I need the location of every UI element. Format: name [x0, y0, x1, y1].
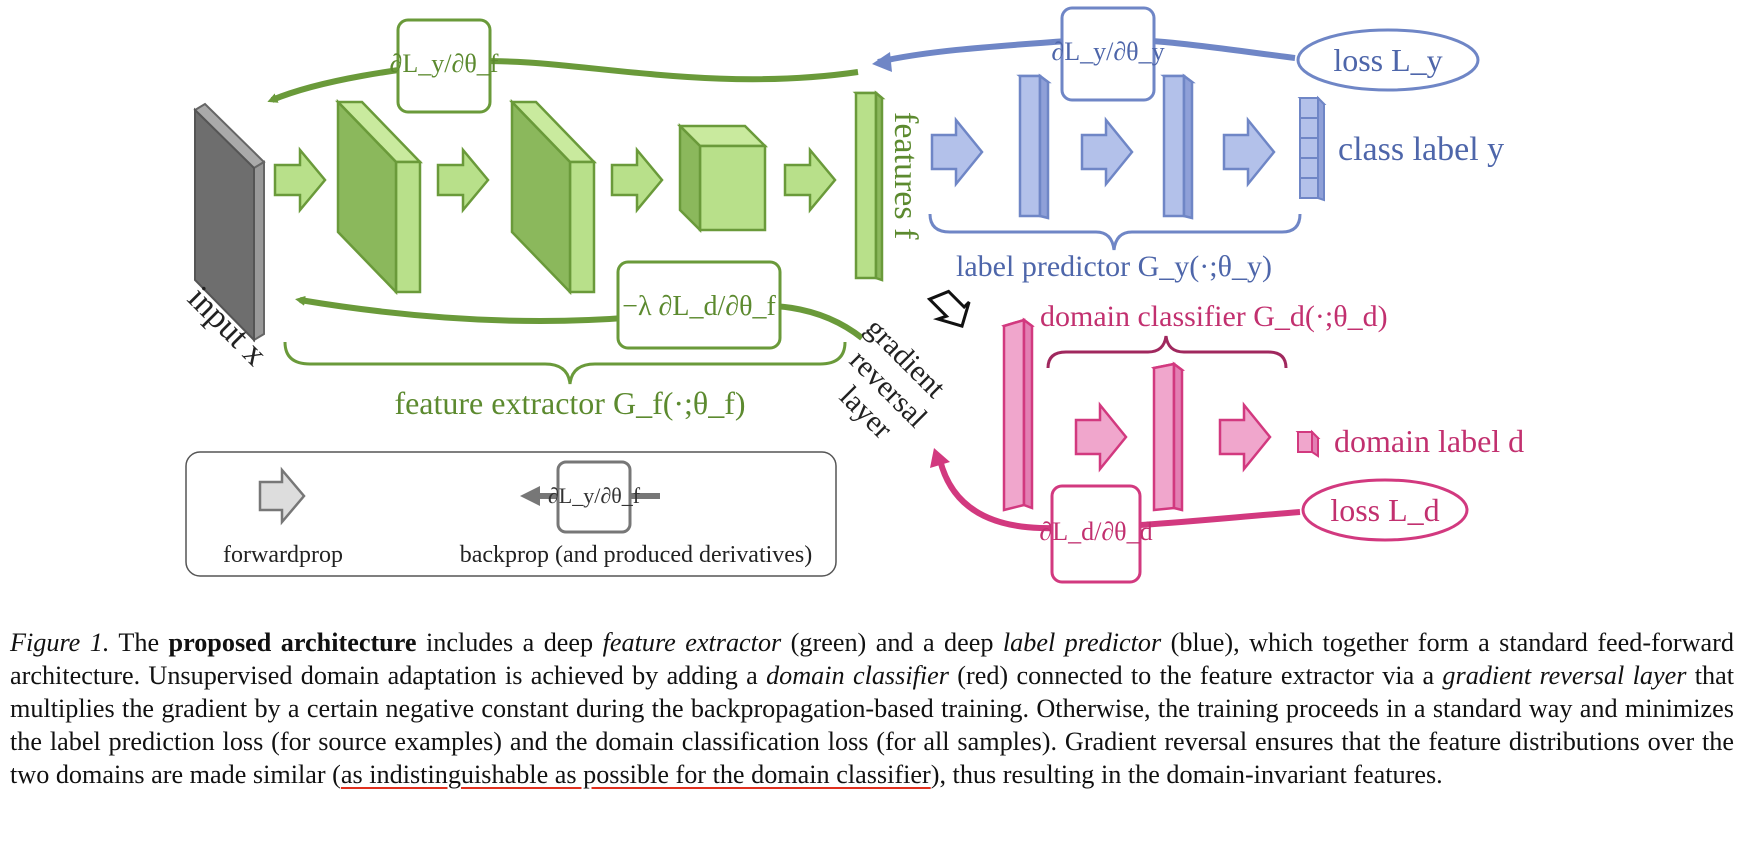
caption-text: (blue), which together form a standard f…: [10, 628, 1734, 690]
caption-text: ), thus resulting in the domain-invarian…: [930, 760, 1443, 789]
grad-box-d: ∂L_d/∂θ_d: [1039, 484, 1153, 584]
figure-caption: Figure 1. The proposed architecture incl…: [10, 626, 1734, 791]
caption-bold: proposed architecture: [168, 628, 417, 657]
class-label: class label y: [1338, 131, 1504, 168]
backprop-arrow-label-head: [872, 52, 892, 72]
backprop-arrow-top: [267, 58, 859, 103]
svg-text:−λ ∂L_d/∂θ_f: −λ ∂L_d/∂θ_f: [622, 291, 776, 322]
pink-layer-2: [1151, 361, 1185, 512]
legend-backprop-arrow: ∂L_y/∂θ_f: [520, 460, 660, 534]
architecture-diagram: input x features f ∂L_y/∂θ_f: [180, 6, 1524, 584]
forward-arrow-blue-2: [1080, 116, 1134, 188]
svg-text:∂L_y/∂θ_y: ∂L_y/∂θ_y: [1051, 37, 1164, 66]
legend-box: forwardprop ∂L_y/∂θ_f backprop (and prod…: [185, 451, 837, 577]
forward-arrow-green-2: [436, 146, 490, 214]
grl-arrow-icon: [926, 289, 971, 328]
loss-d-ellipse: loss L_d: [1301, 478, 1469, 542]
caption-italic: gradient reversal layer: [1442, 661, 1687, 690]
forward-arrow-pink-2: [1218, 401, 1272, 473]
blue-layer-1: [1016, 73, 1052, 220]
blue-layer-2: [1160, 73, 1196, 220]
legend-backprop-label: backprop (and produced derivatives): [460, 542, 813, 568]
grad-box-f-d: −λ ∂L_d/∂θ_f: [616, 260, 782, 350]
caption-text: The: [109, 628, 169, 657]
caption-text: that multiplies the gradient by a certai…: [10, 661, 1734, 789]
label-predictor-brace: [928, 213, 1302, 251]
forward-arrow-blue-3: [1222, 116, 1276, 188]
label-predictor-label: label predictor G_y(·;θ_y): [956, 250, 1272, 283]
forward-arrow-pink-1: [1074, 401, 1128, 473]
caption-italic: feature extractor: [602, 628, 782, 657]
backprop-arrow-domain-head: [930, 448, 950, 468]
legend-grad-example: ∂L_y/∂θ_f: [548, 483, 641, 508]
pink-layer-1: [1001, 317, 1035, 512]
domain-label: domain label d: [1334, 423, 1524, 459]
features-label: features f: [887, 112, 924, 240]
forward-arrow-green-1: [273, 146, 327, 214]
caption-text: (red) connected to the feature extractor…: [948, 661, 1443, 690]
feature-extractor-label: feature extractor G_f(·;θ_f): [394, 385, 745, 421]
caption-figure-label: Figure 1.: [10, 628, 110, 657]
grad-box-f-y: ∂L_y/∂θ_f: [390, 18, 499, 114]
forward-arrow-blue-1: [930, 116, 984, 188]
svg-text:loss L_d: loss L_d: [1330, 492, 1439, 528]
svg-text:∂L_d/∂θ_d: ∂L_d/∂θ_d: [1039, 517, 1152, 546]
legend-forwardprop-label: forwardprop: [223, 542, 343, 568]
caption-italic: label predictor: [1002, 628, 1162, 657]
caption-text: (green) and a deep: [781, 628, 1003, 657]
loss-y-ellipse: loss L_y: [1296, 28, 1480, 92]
forward-arrow-green-4: [783, 146, 837, 214]
legend-forward-arrow: [258, 466, 306, 526]
svg-text:∂L_y/∂θ_f: ∂L_y/∂θ_f: [390, 49, 499, 78]
caption-underlined: as indistinguishable as possible for the…: [340, 760, 931, 789]
caption-text: includes a deep: [416, 628, 603, 657]
svg-text:loss L_y: loss L_y: [1333, 42, 1442, 78]
domain-classifier-label: domain classifier G_d(·;θ_d): [1040, 300, 1388, 333]
feature-layer-2: [509, 98, 597, 296]
input-slab: [193, 102, 266, 343]
class-output-stack: [1297, 95, 1327, 202]
caption-italic: domain classifier: [766, 661, 949, 690]
domain-classifier-brace: [1046, 335, 1288, 369]
forward-arrow-green-3: [610, 146, 664, 214]
feature-extractor-brace: [283, 341, 847, 385]
feature-layer-1: [335, 98, 423, 296]
grad-box-y: ∂L_y/∂θ_y: [1051, 6, 1165, 102]
features-bar: [852, 90, 886, 282]
feature-layer-3: [676, 122, 769, 234]
domain-output-cube: [1295, 429, 1321, 458]
